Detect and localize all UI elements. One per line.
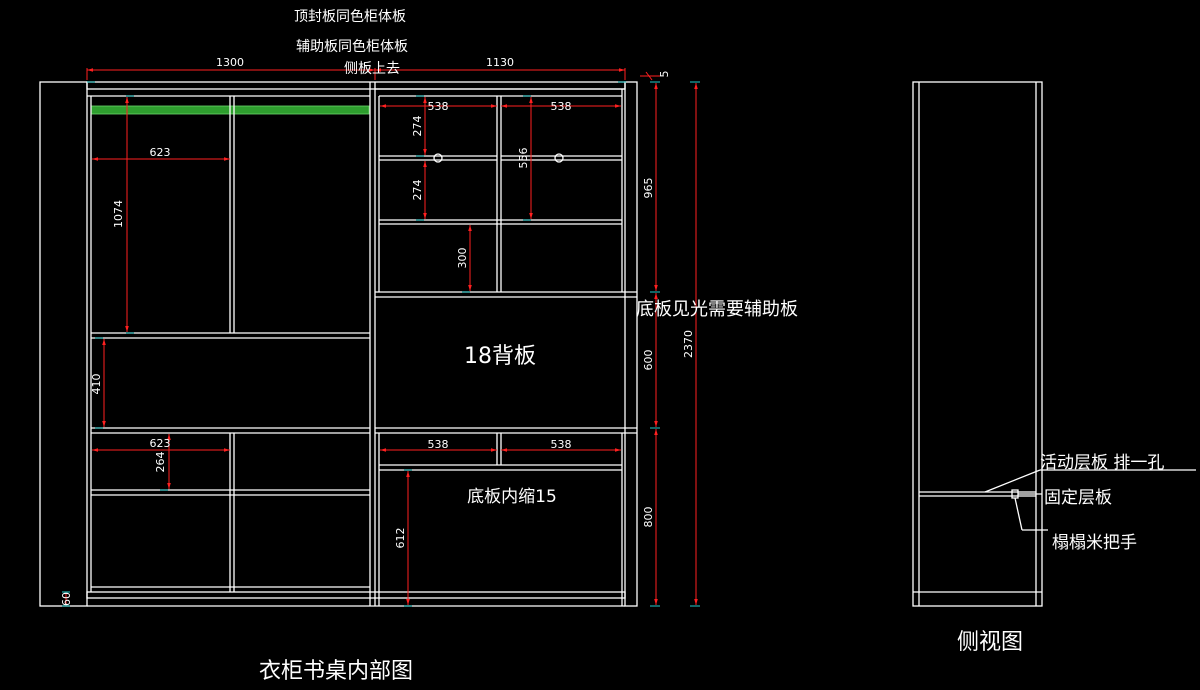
note-handle: 榻榻米把手 bbox=[1052, 533, 1137, 553]
dim-lower-cell-left: 538 bbox=[428, 438, 449, 451]
dim-total-height: 2370 bbox=[682, 330, 695, 358]
dim-upper-cell-left: 538 bbox=[428, 100, 449, 113]
left-side-panel bbox=[39, 81, 88, 607]
note-aux-panel: 辅助板同色柜体板 bbox=[296, 38, 408, 55]
dim-width-left: 1300 bbox=[216, 56, 244, 69]
note-top-panel: 顶封板同色柜体板 bbox=[294, 8, 406, 25]
note-aux-panel-2: 侧板上去 bbox=[344, 61, 400, 77]
wardrobe-section bbox=[87, 82, 376, 606]
dim-lower-cell-right: 538 bbox=[551, 438, 572, 451]
corner-ticks bbox=[62, 81, 700, 607]
annotations: 顶封板同色柜体板 辅助板同色柜体板 侧板上去 底板见光需要辅助板 18背板 底板… bbox=[259, 8, 798, 684]
desk-section bbox=[375, 88, 637, 606]
dim-wardrobe-shelf: 623 bbox=[150, 146, 171, 159]
dim-width-right: 1130 bbox=[486, 56, 514, 69]
dimension-lines bbox=[65, 68, 698, 605]
dim-upper-shelf-1: 274 bbox=[411, 116, 424, 137]
dim-drawer-height: 410 bbox=[90, 374, 103, 395]
dim-upper-cell-right: 538 bbox=[551, 100, 572, 113]
title-main: 衣柜书桌内部图 bbox=[259, 659, 413, 684]
top-board bbox=[86, 81, 626, 90]
title-side: 侧视图 bbox=[957, 630, 1023, 655]
handle-icon bbox=[1011, 489, 1019, 499]
dim-hanging-height: 1074 bbox=[112, 200, 125, 228]
note-fixed-shelf: 固定层板 bbox=[1044, 488, 1112, 508]
dim-lower-shelf-width: 623 bbox=[150, 437, 171, 450]
shelf-pin-hole-icon bbox=[433, 153, 443, 163]
note-bottom-visible: 底板见光需要辅助板 bbox=[636, 299, 798, 320]
bottom-board bbox=[86, 591, 626, 599]
dim-plinth: 60 bbox=[60, 592, 73, 606]
note-bottom-inset: 底板内缩15 bbox=[467, 487, 557, 507]
dim-lower-shelf-height: 264 bbox=[154, 452, 167, 473]
dim-lower-section: 800 bbox=[642, 507, 655, 528]
dim-lower-cabinet: 612 bbox=[394, 528, 407, 549]
dim-upper-shelf-2: 274 bbox=[411, 180, 424, 201]
front-elevation bbox=[39, 81, 700, 607]
note-back-panel: 18背板 bbox=[464, 344, 536, 369]
dim-desk-section: 600 bbox=[642, 350, 655, 371]
side-outline bbox=[912, 81, 1043, 607]
dim-upper-section: 965 bbox=[642, 178, 655, 199]
note-movable-shelf: 活动层板 排一孔 bbox=[1040, 453, 1164, 473]
shelf-pin-hole-icon bbox=[554, 153, 564, 163]
side-view: 活动层板 排一孔 固定层板 榻榻米把手 侧视图 bbox=[912, 81, 1196, 655]
dimension-labels: 1300 1130 5 623 1074 410 623 264 60 538 … bbox=[60, 56, 695, 606]
dim-top-gap: 5 bbox=[658, 71, 671, 78]
dim-upper-right-height: 556 bbox=[517, 148, 530, 169]
dim-upper-shelf-3: 300 bbox=[456, 248, 469, 269]
right-side-panel bbox=[624, 81, 638, 607]
